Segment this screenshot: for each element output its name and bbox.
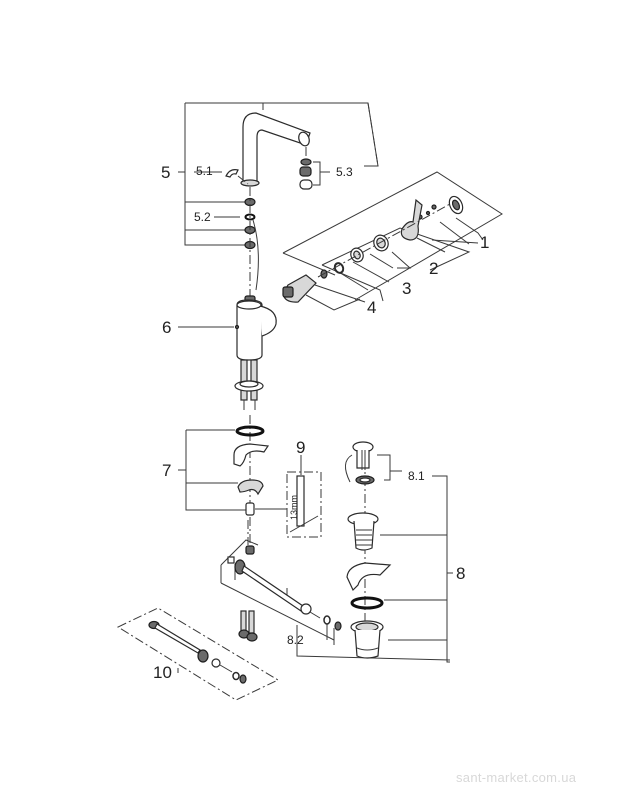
group-5-spout — [178, 102, 379, 300]
watermark: sant-market.com.ua — [456, 770, 577, 785]
label-8-1: 8.1 — [408, 469, 425, 483]
label-8: 8 — [456, 564, 465, 583]
group-8-2-popup-rod — [220, 520, 451, 661]
label-10: 10 — [153, 663, 172, 682]
label-2: 2 — [429, 259, 438, 278]
label-3: 3 — [402, 279, 411, 298]
label-6: 6 — [162, 318, 171, 337]
label-7: 7 — [162, 461, 171, 480]
label-5-1: 5.1 — [196, 164, 213, 178]
group-8-waste — [345, 441, 453, 663]
part-6-body — [236, 299, 263, 361]
label-13mm: 13mm — [289, 495, 299, 520]
group-10-extension — [116, 607, 280, 701]
label-8-2: 8.2 — [287, 633, 304, 647]
label-5: 5 — [161, 163, 170, 182]
part-1-lever — [400, 198, 423, 241]
part-7-clamp — [237, 479, 264, 496]
label-5-2: 5.2 — [194, 210, 211, 224]
label-4: 4 — [367, 298, 376, 317]
label-9: 9 — [296, 438, 305, 457]
group-6-body — [178, 295, 277, 410]
group-9-tool — [255, 455, 322, 538]
group-lever-cartridge — [282, 171, 503, 311]
part-8-oring — [350, 596, 384, 610]
part-10-ballnut — [197, 649, 209, 663]
label-1: 1 — [480, 233, 489, 252]
part-7-shim — [233, 443, 270, 467]
part-4-seal — [333, 262, 345, 274]
part-5-3-aerator — [300, 158, 312, 166]
part-5-1-clip — [225, 169, 239, 178]
group-7-mounting — [178, 415, 270, 545]
part-7-oring — [235, 425, 265, 437]
part-7-stud — [245, 502, 255, 516]
label-5-3: 5.3 — [336, 165, 353, 179]
